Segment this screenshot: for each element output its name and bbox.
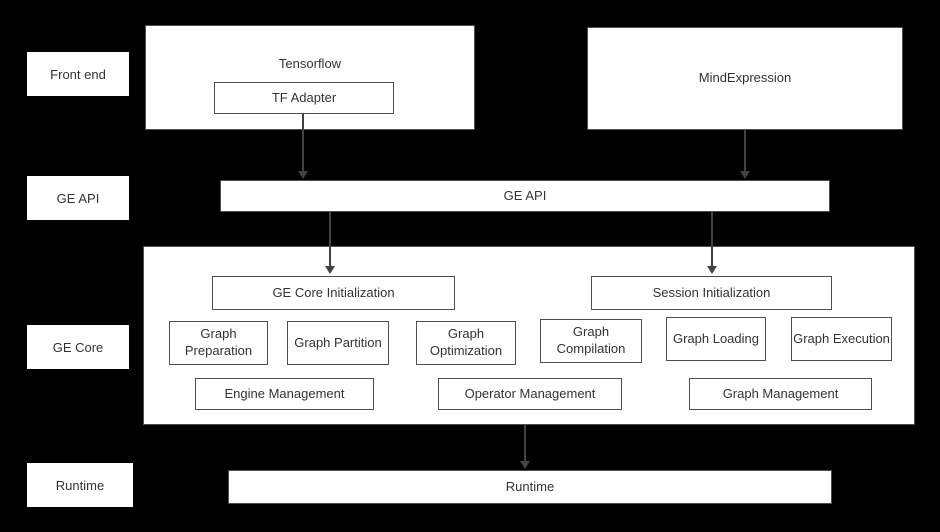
ge-api-label: GE API bbox=[503, 187, 547, 203]
arrow-head-icon bbox=[325, 266, 335, 274]
row-label-ge-api-text: GE API bbox=[56, 190, 100, 206]
graph-execution-box: Graph Execution bbox=[791, 317, 892, 361]
graph-partition-label: Graph Partition bbox=[294, 334, 382, 350]
engine-management-box: Engine Management bbox=[195, 378, 374, 410]
engine-management-label: Engine Management bbox=[224, 385, 345, 401]
arrow-tf-adapter-to-ge-api bbox=[297, 113, 309, 179]
arrow-shaft bbox=[711, 212, 713, 266]
graph-execution-label: Graph Execution bbox=[793, 330, 890, 346]
arrow-head-icon bbox=[520, 461, 530, 469]
tensorflow-label: Tensorflow bbox=[278, 56, 342, 71]
arrow-shaft bbox=[329, 212, 331, 266]
ge-core-initialization-box: GE Core Initialization bbox=[212, 276, 455, 310]
session-initialization-label: Session Initialization bbox=[652, 284, 771, 300]
row-label-front-end: Front end bbox=[27, 52, 129, 96]
arrow-head-icon bbox=[707, 266, 717, 274]
row-label-front-end-text: Front end bbox=[50, 66, 106, 82]
operator-management-label: Operator Management bbox=[464, 385, 596, 401]
arrow-ge-core-to-runtime bbox=[519, 425, 531, 469]
graph-management-box: Graph Management bbox=[689, 378, 872, 410]
arrow-head-icon bbox=[298, 171, 308, 179]
arrow-head-icon bbox=[740, 171, 750, 179]
row-label-runtime: Runtime bbox=[27, 463, 133, 507]
arrow-shaft bbox=[302, 113, 304, 171]
arrow-shaft bbox=[524, 425, 526, 461]
runtime-label: Runtime bbox=[505, 478, 555, 494]
tf-adapter-box: TF Adapter bbox=[214, 82, 394, 114]
graph-preparation-label: Graph Preparation bbox=[184, 326, 253, 358]
session-initialization-box: Session Initialization bbox=[591, 276, 832, 310]
ge-core-initialization-label: GE Core Initialization bbox=[272, 284, 395, 300]
mindexpression-box: MindExpression bbox=[587, 27, 903, 130]
tf-adapter-label: TF Adapter bbox=[271, 89, 337, 105]
arrow-shaft bbox=[744, 130, 746, 171]
graph-compilation-box: Graph Compilation bbox=[540, 319, 642, 363]
graph-compilation-label: Graph Compilation bbox=[556, 324, 626, 356]
arrow-mindexpression-to-ge-api bbox=[739, 130, 751, 179]
ge-api-box: GE API bbox=[220, 180, 830, 212]
graph-partition-box: Graph Partition bbox=[287, 321, 389, 365]
graph-loading-label: Graph Loading bbox=[672, 330, 759, 346]
operator-management-box: Operator Management bbox=[438, 378, 622, 410]
mindexpression-label: MindExpression bbox=[698, 70, 792, 86]
row-label-ge-api: GE API bbox=[27, 176, 129, 220]
ge-core-box: GE Core Initialization Session Initializ… bbox=[143, 246, 915, 425]
arrow-ge-api-to-session-init bbox=[706, 212, 718, 274]
graph-optimization-box: Graph Optimization bbox=[416, 321, 516, 365]
row-label-ge-core: GE Core bbox=[27, 325, 129, 369]
tensorflow-box: Tensorflow TF Adapter bbox=[145, 25, 475, 130]
graph-preparation-box: Graph Preparation bbox=[169, 321, 268, 365]
arrow-ge-api-to-ge-core-init bbox=[324, 212, 336, 274]
row-label-ge-core-text: GE Core bbox=[52, 339, 104, 355]
graph-management-label: Graph Management bbox=[722, 385, 839, 401]
row-label-runtime-text: Runtime bbox=[55, 477, 105, 493]
graph-loading-box: Graph Loading bbox=[666, 317, 766, 361]
graph-optimization-label: Graph Optimization bbox=[429, 326, 503, 358]
runtime-box: Runtime bbox=[228, 470, 832, 504]
